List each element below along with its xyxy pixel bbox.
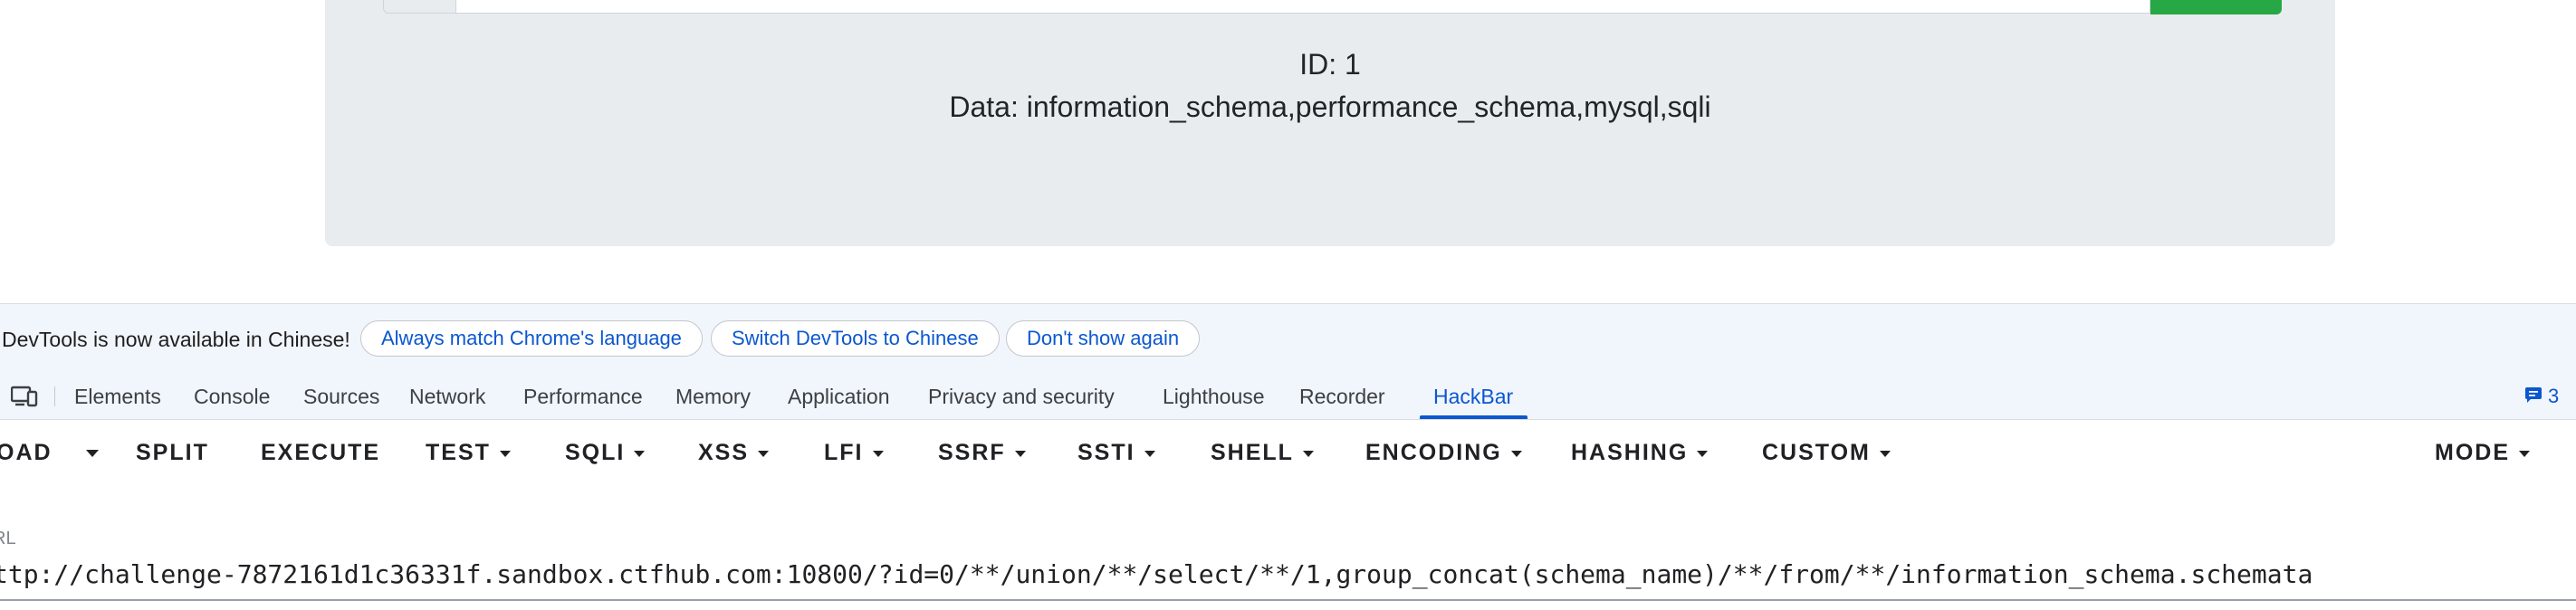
chevron-down-icon [1144,450,1155,457]
test-menu-label: TEST [426,440,491,465]
language-infobar: DevTools is now available in Chinese! Al… [0,303,2576,375]
switch-to-chinese-button[interactable]: Switch DevTools to Chinese [711,320,1000,357]
devtools-panel: DevTools is now available in Chinese! Al… [0,303,2576,610]
result-data: Data: information_schema,performance_sch… [949,91,1711,123]
test-menu[interactable]: TEST [426,420,511,485]
tab-network[interactable]: Network [409,385,486,408]
device-toolbar-icon[interactable] [10,386,38,407]
tab-application[interactable]: Application [788,385,890,408]
mode-menu-label: MODE [2435,440,2510,465]
url-label: RL [0,529,16,548]
tab-hackbar[interactable]: HackBar [1433,385,1514,408]
ssrf-menu-label: SSRF [938,440,1006,465]
hashing-menu[interactable]: HASHING [1571,420,1709,485]
tab-separator [54,386,55,406]
chevron-down-icon [499,450,511,457]
query-input[interactable] [455,0,2150,14]
query-input-group [383,0,2282,14]
execute-button[interactable]: EXECUTE [261,440,381,465]
tab-privacy-and-security[interactable]: Privacy and security [928,385,1115,408]
always-match-language-button[interactable]: Always match Chrome's language [360,320,703,357]
issues-count: 3 [2548,385,2560,407]
custom-menu[interactable]: CUSTOM [1762,420,1891,485]
devtools-tabbar: Elements Console Sources Network Perform… [0,374,2576,420]
chevron-down-icon [1302,450,1314,457]
lfi-menu-label: LFI [824,440,864,465]
xss-menu[interactable]: XSS [698,420,770,485]
chevron-down-icon [1697,450,1709,457]
chevron-down-icon [872,450,884,457]
hackbar-toolbar: OAD SPLIT EXECUTE TEST SQLI XSS LFI SSRF… [0,420,2576,485]
chevron-down-icon [1014,450,1026,457]
chevron-down-icon [1510,450,1522,457]
message-icon [2524,386,2542,408]
hashing-menu-label: HASHING [1571,440,1689,465]
encoding-menu[interactable]: ENCODING [1365,420,1522,485]
sqli-menu[interactable]: SQLI [565,420,646,485]
encoding-menu-label: ENCODING [1365,440,1502,465]
url-underline [0,599,2576,601]
url-input[interactable]: ttp://challenge-7872161d1c36331f.sandbox… [0,559,2313,589]
xss-menu-label: XSS [698,440,750,465]
active-tab-indicator [1420,415,1527,419]
dont-show-again-button[interactable]: Don't show again [1006,320,1201,357]
shell-menu[interactable]: SHELL [1211,420,1314,485]
tab-performance[interactable]: Performance [523,385,643,408]
issues-counter[interactable]: 3 [2524,385,2560,408]
sqli-menu-label: SQLI [565,440,626,465]
ssti-menu[interactable]: SSTI [1077,420,1155,485]
tab-lighthouse[interactable]: Lighthouse [1163,385,1265,408]
chevron-down-icon [2519,450,2530,457]
url-field[interactable]: RL ttp://challenge-7872161d1c36331f.sand… [0,485,2576,610]
tab-console[interactable]: Console [194,385,271,408]
tab-sources[interactable]: Sources [303,385,380,408]
ssti-menu-label: SSTI [1077,440,1135,465]
lfi-menu[interactable]: LFI [824,420,884,485]
ssrf-menu[interactable]: SSRF [938,420,1026,485]
custom-menu-label: CUSTOM [1762,440,1871,465]
result-id: ID: 1 [1299,48,1361,81]
tab-elements[interactable]: Elements [74,385,161,408]
submit-button[interactable] [2150,0,2282,14]
result-card: ID: 1 Data: information_schema,performan… [325,0,2335,246]
shell-menu-label: SHELL [1211,440,1294,465]
load-dropdown-caret-icon[interactable] [86,450,99,457]
chevron-down-icon [1879,450,1891,457]
mode-menu[interactable]: MODE [2435,420,2530,485]
tab-memory[interactable]: Memory [675,385,752,408]
infobar-message: DevTools is now available in Chinese! [2,328,350,351]
split-button[interactable]: SPLIT [136,440,209,465]
web-page: ID: 1 Data: information_schema,performan… [0,0,2576,303]
load-button[interactable]: OAD [0,440,53,465]
query-prefix [383,0,456,14]
chevron-down-icon [758,450,770,457]
chevron-down-icon [634,450,646,457]
tab-recorder[interactable]: Recorder [1299,385,1385,408]
